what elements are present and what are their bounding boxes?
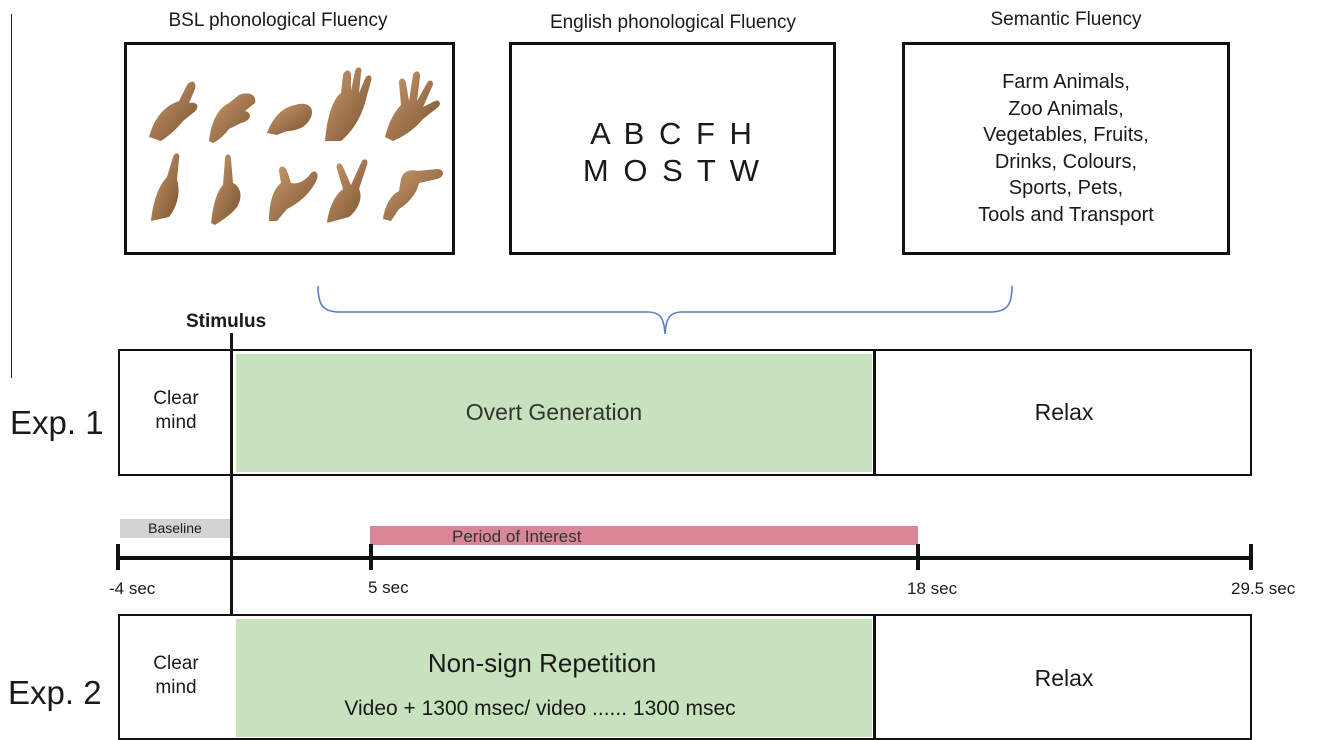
english-fluency-title: English phonological Fluency xyxy=(549,12,797,33)
exp1-mind-word: mind xyxy=(155,412,197,433)
letters-line-1: A B C F H xyxy=(590,116,755,151)
exp2-task-fill xyxy=(236,619,872,737)
handshape-9-icon xyxy=(327,159,368,223)
exp1-relax: Relax xyxy=(1034,399,1094,425)
exp1-clear-mind: Clear mind xyxy=(120,387,232,435)
semantic-category-item: Zoo Animals, xyxy=(1008,97,1124,120)
handshape-8-icon xyxy=(269,166,318,221)
exp1-overt-generation: Overt Generation xyxy=(465,399,643,425)
exp2-label: Exp. 2 xyxy=(8,674,102,711)
exp2-relax: Relax xyxy=(1034,665,1094,691)
semantic-category-item: Farm Animals, xyxy=(1002,71,1130,93)
exp1-relax-divider xyxy=(873,349,876,476)
handshape-5-icon xyxy=(385,71,440,141)
semantic-category-item: Drinks, Colours, xyxy=(994,150,1138,173)
left-margin-line xyxy=(11,14,12,378)
handshape-3-icon xyxy=(267,103,313,135)
letters-line-2: M O S T W xyxy=(582,153,763,188)
semantic-fluency-title: Semantic Fluency xyxy=(990,9,1142,30)
tick-label-5: 5 sec xyxy=(368,578,409,597)
exp1-trial-row xyxy=(118,349,1252,476)
tick-label-29-5: 29.5 sec xyxy=(1231,579,1296,598)
semantic-category-item: Vegetables, Fruits, xyxy=(983,124,1149,146)
english-letters-panel: A B C F H M O S T W xyxy=(509,42,836,255)
bsl-fluency-title: BSL phonological Fluency xyxy=(168,10,388,31)
handshape-10-icon xyxy=(383,169,443,221)
handshape-4-icon xyxy=(325,67,372,141)
handshape-2-icon xyxy=(209,93,256,143)
tick-5 xyxy=(369,544,373,570)
stimulus-onset-line xyxy=(230,333,233,740)
exp2-relax-divider xyxy=(873,614,876,740)
handshape-6-icon xyxy=(151,153,180,221)
tick-label-minus4: -4 sec xyxy=(109,579,156,598)
stimulus-label: Stimulus xyxy=(186,311,267,332)
exp2-clear-mind: Clear mind xyxy=(120,652,232,700)
exp1-clear-word: Clear xyxy=(153,388,199,409)
exp2-trial-row xyxy=(118,614,1252,740)
tick-29-5 xyxy=(1249,544,1253,570)
semantic-category-item: Tools and Transport xyxy=(978,203,1154,226)
tick-minus4 xyxy=(116,544,120,570)
exp2-task-title: Non-sign Repetition xyxy=(427,648,657,678)
tick-label-18: 18 sec xyxy=(907,579,958,598)
exp1-generation-fill xyxy=(236,354,872,472)
handshape-7-icon xyxy=(211,154,241,225)
exp1-label: Exp. 1 xyxy=(10,404,104,441)
handshape-images xyxy=(149,67,443,225)
tick-18 xyxy=(916,544,920,570)
baseline-label: Baseline xyxy=(148,520,202,536)
baseline-bar xyxy=(120,519,230,538)
period-of-interest-label: Period of Interest xyxy=(452,527,582,546)
timeline-axis xyxy=(117,556,1253,560)
handshape-1-icon xyxy=(149,81,198,141)
bsl-handshapes-panel xyxy=(124,42,455,255)
period-of-interest-bar xyxy=(370,526,918,545)
semantic-category-item: Sports, Pets, xyxy=(1008,177,1124,199)
semantic-categories-panel: Farm Animals, Zoo Animals, Vegetables, Fru… xyxy=(902,42,1230,255)
semantic-category-list: Farm Animals, Zoo Animals, Vegetables, Fru… xyxy=(905,69,1227,228)
exp2-task-detail: Video + 1300 msec/ video ...... 1300 mse… xyxy=(344,697,736,720)
grouping-brace xyxy=(317,285,1013,335)
exp2-mind-word: mind xyxy=(155,677,197,698)
exp2-clear-word: Clear xyxy=(153,653,199,674)
